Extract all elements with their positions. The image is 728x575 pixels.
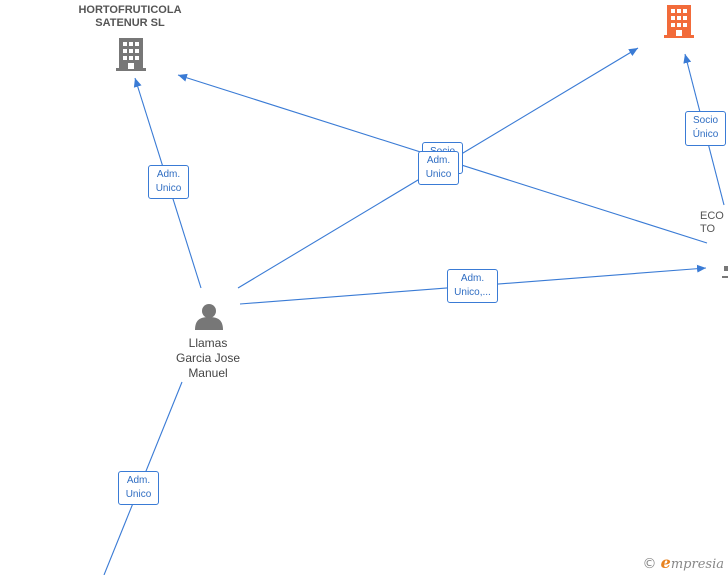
edge-label-adm-unico-more: Adm. Unico,...	[447, 269, 498, 303]
edge-label-socio-unico: Socio Único	[685, 111, 726, 146]
building-icon[interactable]	[722, 266, 728, 278]
empresia-watermark: © empresia	[643, 553, 724, 572]
building-icon[interactable]	[664, 5, 694, 38]
edge-label-adm-unico: Adm. Unico	[148, 165, 189, 199]
company-label-hortofruticola[interactable]: HORTOFRUTICOLA SATENUR SL	[78, 4, 182, 29]
company-label-eco[interactable]: ECO TO	[700, 210, 724, 235]
edge-label-adm-unico: Adm. Unico	[418, 151, 459, 185]
brand-initial: e	[660, 553, 671, 572]
brand-name: mpresia	[670, 557, 724, 572]
building-icon[interactable]	[116, 38, 146, 71]
edge-label-adm-unico: Adm. Unico	[118, 471, 159, 505]
copyright-symbol: ©	[642, 556, 657, 572]
person-label-llamas[interactable]: Llamas Garcia Jose Manuel	[175, 336, 241, 380]
person-icon[interactable]	[195, 304, 223, 330]
